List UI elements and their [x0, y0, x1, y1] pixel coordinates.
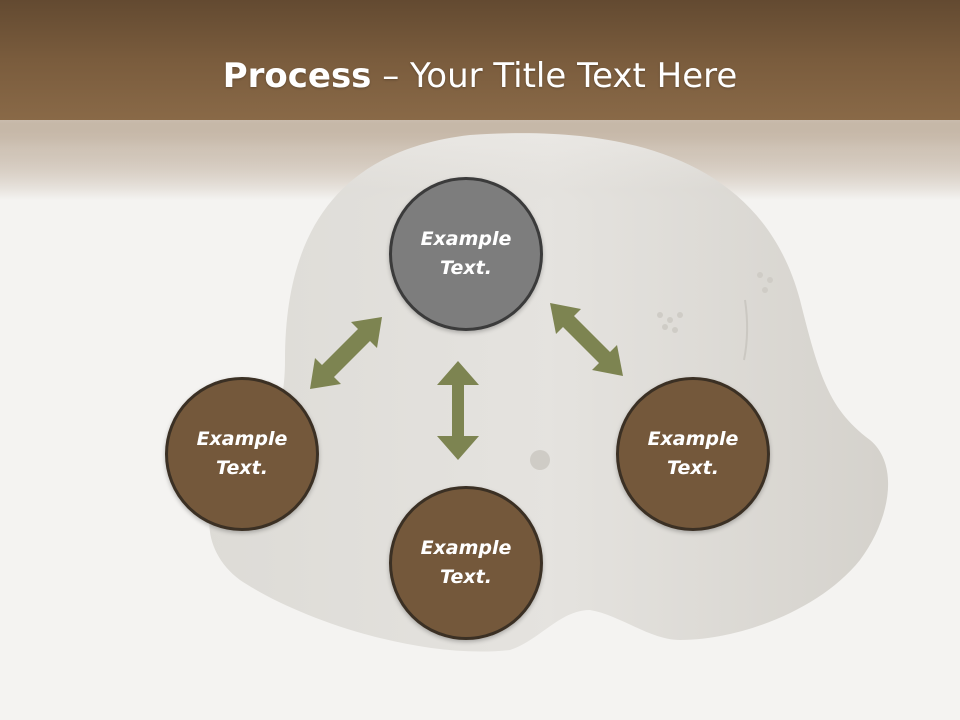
node-left: Example Text. [165, 377, 319, 531]
title-bold: Process [222, 56, 372, 96]
node-top-text: Example Text. [420, 228, 512, 279]
arrow-top-left [310, 317, 382, 389]
node-bottom: Example Text. [389, 486, 543, 640]
slide-title: Process – Your Title Text Here [0, 52, 960, 100]
node-right-text: Example Text. [647, 428, 739, 479]
title-rest: – Your Title Text Here [371, 56, 738, 96]
node-right: Example Text. [616, 377, 770, 531]
arrow-vertical [437, 361, 479, 460]
arrow-top-right [550, 303, 623, 376]
node-top: Example Text. [389, 177, 543, 331]
node-bottom-text: Example Text. [420, 537, 512, 588]
node-left-text: Example Text. [196, 428, 288, 479]
